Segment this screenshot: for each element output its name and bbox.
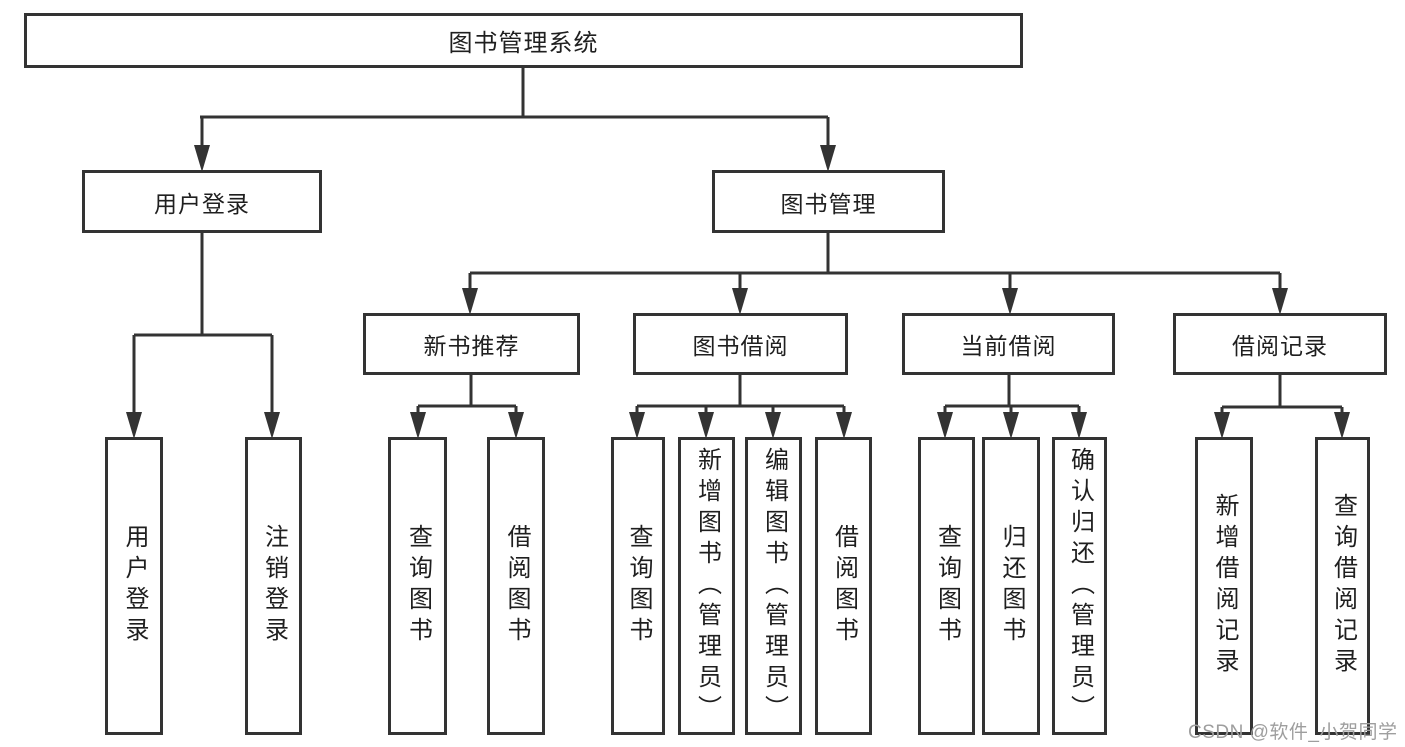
connector-user-login-to-leaves <box>126 233 280 439</box>
leaf-edit-book-admin: 编辑图书（管理员） <box>745 437 802 735</box>
connector-new-book-to-leaves <box>410 375 524 439</box>
leaf-query-book-borrow: 查询图书 <box>611 437 665 735</box>
connector-book-borrow-to-leaves <box>629 375 852 439</box>
leaf-return-book: 归还图书 <box>982 437 1040 735</box>
leaf-user-login: 用户登录 <box>105 437 163 735</box>
node-root-library-system: 图书管理系统 <box>24 13 1023 68</box>
connector-book-mgmt-to-level3 <box>462 233 1288 315</box>
leaf-borrow-book: 借阅图书 <box>815 437 872 735</box>
node-book-borrow: 图书借阅 <box>633 313 848 375</box>
node-new-book-recommend: 新书推荐 <box>363 313 580 375</box>
leaf-logout: 注销登录 <box>245 437 302 735</box>
node-borrow-record: 借阅记录 <box>1173 313 1387 375</box>
connector-root-to-level2 <box>194 68 836 172</box>
connector-borrow-record-to-leaves <box>1214 375 1350 439</box>
leaf-add-borrow-record: 新增借阅记录 <box>1195 437 1253 735</box>
node-current-borrow: 当前借阅 <box>902 313 1115 375</box>
leaf-borrow-book-recommend: 借阅图书 <box>487 437 545 735</box>
leaf-add-book-admin: 新增图书（管理员） <box>678 437 735 735</box>
node-book-management: 图书管理 <box>712 170 945 233</box>
watermark-text: CSDN @软件_小贺同学 <box>1188 722 1398 743</box>
node-user-login: 用户登录 <box>82 170 322 233</box>
leaf-confirm-return-admin: 确认归还（管理员） <box>1052 437 1107 735</box>
connector-current-borrow-to-leaves <box>937 375 1087 439</box>
leaf-query-borrow-record: 查询借阅记录 <box>1315 437 1370 735</box>
leaf-query-book-current: 查询图书 <box>918 437 975 735</box>
leaf-query-book-recommend: 查询图书 <box>388 437 447 735</box>
